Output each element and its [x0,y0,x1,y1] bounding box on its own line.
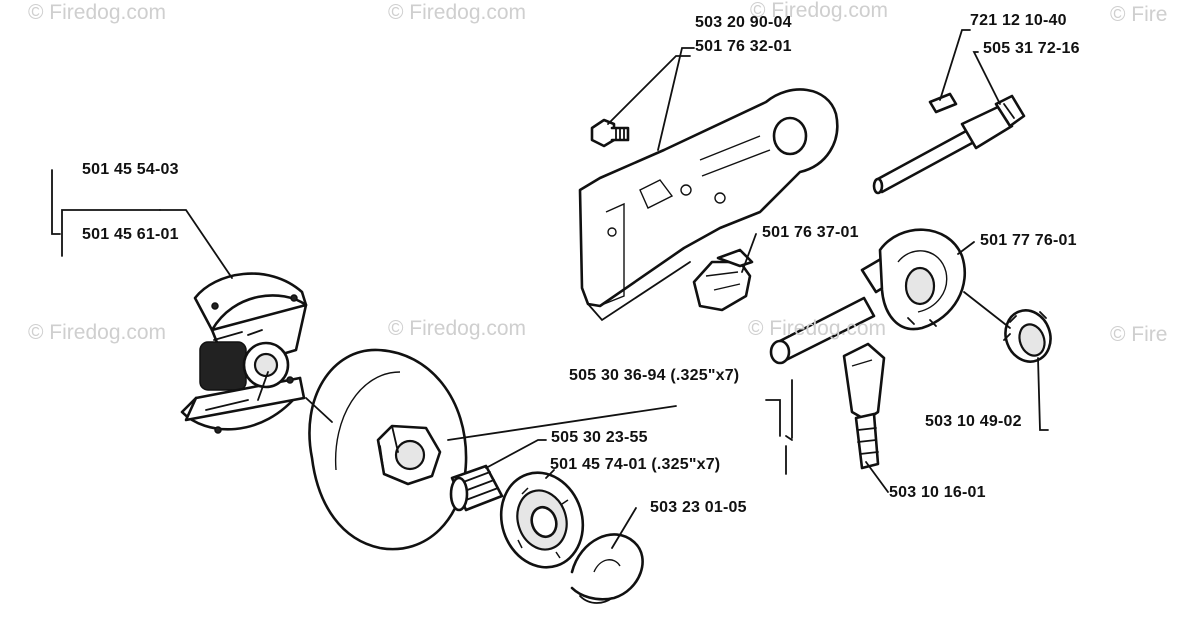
part-label: 503 10 49-02 [925,413,1022,430]
part-label: 501 45 74-01 (.325"x7) [550,456,721,473]
part-label: 501 77 76-01 [980,232,1077,249]
clutch-drum [308,348,468,551]
tensioner-block [692,248,754,312]
bolt [590,118,630,148]
pin [842,342,886,470]
part-label: 505 30 23-55 [551,429,648,446]
watermark: © Fire [1110,3,1168,26]
guide-bar-plate [578,88,839,322]
part-label: 505 31 72-16 [983,40,1080,57]
part-label: 501 45 54-03 [82,161,179,178]
part-label: 501 76 37-01 [762,224,859,241]
worm-gear [1003,309,1052,363]
part-label: 505 30 36-94 (.325"x7) [569,367,740,384]
part-label: 503 10 16-01 [889,484,986,501]
leader-lines [51,29,1049,549]
watermark: © Firedog.com [750,0,889,22]
part-label: 501 45 61-01 [82,226,179,243]
sprocket-rim [499,471,585,569]
part-label: 501 76 32-01 [695,38,792,55]
part-label: 503 20 90-04 [695,14,792,31]
watermark: © Firedog.com [388,317,527,340]
part-label: 721 12 10-40 [970,12,1067,29]
watermark: © Firedog.com [28,321,167,344]
needle-bearing [449,464,504,512]
watermark: © Fire [1110,323,1168,346]
clutch-assembly [180,272,308,434]
oil-pump [769,228,967,365]
watermark: © Firedog.com [388,1,527,24]
watermark: © Firedog.com [28,1,167,24]
shaft [872,92,1026,195]
part-label: 503 23 01-05 [650,499,747,516]
watermark: © Firedog.com [748,317,887,340]
washer [570,533,644,604]
